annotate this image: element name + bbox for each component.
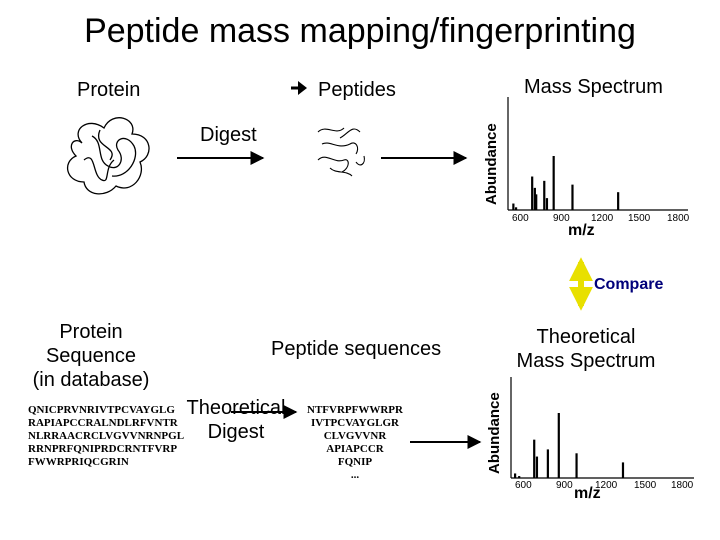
compare-label: Compare xyxy=(594,276,664,293)
mass-spectrum-label: Mass Spectrum xyxy=(524,76,663,98)
peptide-sequences-label: Peptide sequences xyxy=(271,338,442,360)
bottom-spectrum-peaks xyxy=(513,413,625,478)
protein-sequence-line: FWWRPRIQCGRIN xyxy=(28,456,129,468)
peptide-fragments-drawing xyxy=(317,127,365,177)
bottom-tick-1200: 1200 xyxy=(595,480,618,491)
bottom-x-axis-label: m/z xyxy=(574,485,601,502)
protein-label: Protein xyxy=(77,79,141,101)
peptide-line: ... xyxy=(350,469,360,481)
theoretical-digest-label: Theoretical Digest xyxy=(180,396,292,444)
protein-sequence-label-line-3: (in database) xyxy=(32,369,150,391)
peptide-list: NTFVRPFWWRPR IVTPCVAYGLGR CLVGVVNR APIAP… xyxy=(300,404,410,482)
top-tick-1800: 1800 xyxy=(667,213,690,224)
page-title: Peptide mass mapping/fingerprinting xyxy=(84,12,636,50)
protein-sequence-line: RRNPRFQNIPRDCRNTFVRP xyxy=(28,443,178,455)
peptide-line: CLVGVVNR xyxy=(323,430,387,442)
protein-sequence-label-line-2: Sequence xyxy=(45,345,137,367)
bottom-tick-900: 900 xyxy=(556,480,573,491)
protein-sequence-text: QNICPRVNRIVTPCVAYGLG RAPIAPCCRALNDLRFVNT… xyxy=(28,404,184,469)
protein-sequence-line: NLRRAACRCLVGVVNRNPGL xyxy=(28,430,185,442)
protein-sequence-line: QNICPRVNRIVTPCVAYGLG xyxy=(28,404,175,416)
top-tick-900: 900 xyxy=(553,213,570,224)
theoretical-digest-label-line-1: Theoretical xyxy=(186,397,286,419)
theoretical-spectrum-label-line-2: Mass Spectrum xyxy=(516,350,656,372)
digest-label: Digest xyxy=(200,124,257,146)
peptide-line: APIAPCCR xyxy=(326,443,384,455)
top-spectrum-peaks xyxy=(512,156,620,210)
top-x-axis-label: m/z xyxy=(568,222,595,239)
bottom-tick-1800: 1800 xyxy=(671,480,694,491)
folded-protein-drawing xyxy=(66,117,150,195)
theoretical-spectrum-label-line-1: Theoretical xyxy=(536,326,636,348)
peptide-line: FQNIP xyxy=(337,456,373,468)
peptide-line: IVTPCVAYGLGR xyxy=(310,417,400,429)
protein-sequence-line: RAPIAPCCRALNDLRFVNTR xyxy=(28,417,178,429)
theoretical-digest-label-line-2: Digest xyxy=(207,421,265,443)
protein-sequence-label: Protein Sequence (in database) xyxy=(25,320,157,392)
top-tick-1500: 1500 xyxy=(628,213,651,224)
top-tick-600: 600 xyxy=(512,213,529,224)
peptide-line: NTFVRPFWWRPR xyxy=(307,404,403,416)
bottom-tick-600: 600 xyxy=(515,480,532,491)
peptides-label: Peptides xyxy=(318,79,396,101)
theoretical-spectrum-label: Theoretical Mass Spectrum xyxy=(505,325,667,373)
arrow-right-icon xyxy=(298,81,307,95)
bottom-tick-1500: 1500 xyxy=(634,480,657,491)
protein-sequence-label-line-1: Protein xyxy=(59,321,123,343)
top-tick-1200: 1200 xyxy=(591,213,614,224)
